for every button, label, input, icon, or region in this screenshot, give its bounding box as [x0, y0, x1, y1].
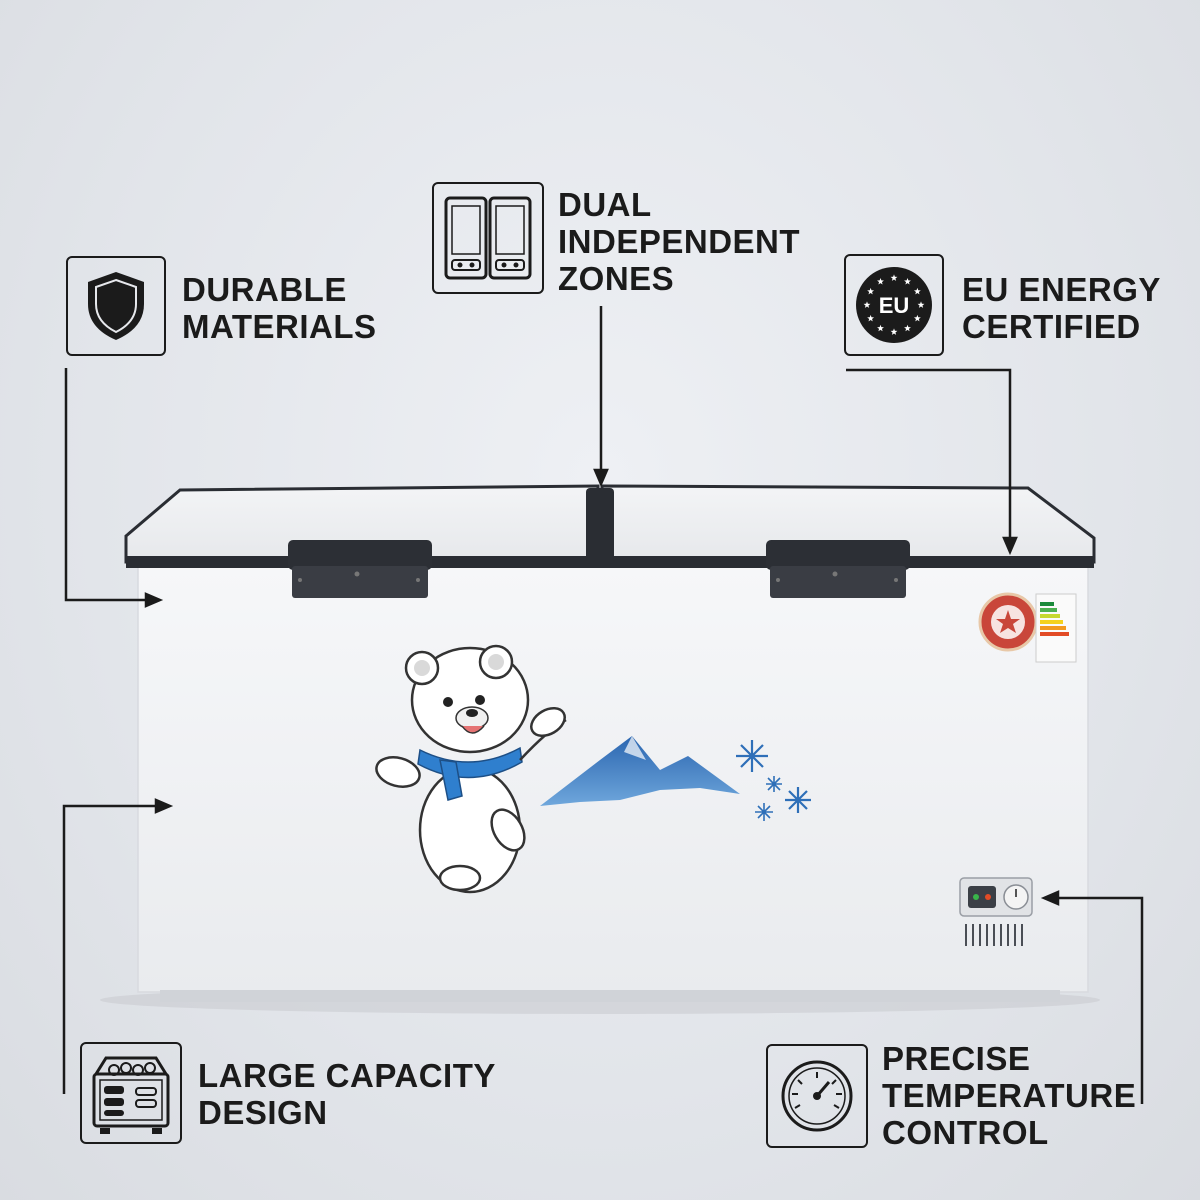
capacity-label-line1: LARGE CAPACITY: [198, 1057, 496, 1094]
temp-connector: [1054, 896, 1144, 1104]
eu-star: [867, 287, 875, 295]
polar-bear-decal: [375, 644, 567, 894]
durable-label: DURABLE MATERIALS: [182, 271, 377, 345]
eu-star: [863, 301, 871, 308]
eu-stars-icon: EU: [856, 267, 932, 343]
mountain-decal: [540, 736, 740, 806]
eu-star: [913, 314, 921, 322]
eu-star: [913, 287, 921, 295]
eu-label-line1: EU ENERGY: [962, 271, 1161, 308]
eu-badge-text: EU: [879, 293, 910, 318]
temp-label-line3: CONTROL: [882, 1114, 1049, 1151]
eu-star: [917, 301, 925, 308]
lid-handle-right: [766, 540, 910, 598]
dual-label-line1: DUAL: [558, 186, 652, 223]
durable-connector: [64, 368, 152, 602]
eu-connector: [846, 368, 1012, 542]
durable-label-line2: MATERIALS: [182, 308, 377, 345]
eu-label: EU ENERGY CERTIFIED: [962, 271, 1161, 345]
capacity-label: LARGE CAPACITY DESIGN: [198, 1057, 496, 1131]
lid-handle-left: [288, 540, 432, 598]
eu-label-line2: CERTIFIED: [962, 308, 1141, 345]
gauge-icon: [781, 1060, 853, 1132]
durable-icon-box: [66, 256, 166, 356]
shield-icon: [88, 272, 144, 340]
snowflake-decals: [736, 740, 811, 821]
dual-label: DUAL INDEPENDENT ZONES: [558, 186, 800, 297]
eu-star: [890, 328, 898, 335]
capacity-icon-box: [80, 1042, 182, 1144]
eu-star: [877, 278, 884, 285]
open-freezer-icon: [92, 1056, 170, 1134]
temp-label-line2: TEMPERATURE: [882, 1077, 1137, 1114]
durable-label-line1: DURABLE: [182, 271, 347, 308]
dual-label-line3: ZONES: [558, 260, 675, 297]
eu-star: [904, 278, 911, 285]
eu-star: [877, 324, 884, 332]
temp-icon-box: [766, 1044, 868, 1148]
dual-label-line2: INDEPENDENT: [558, 223, 801, 260]
eu-star: [867, 314, 875, 322]
temperature-control-panel: [959, 877, 1033, 946]
dual-icon-box: [432, 182, 544, 294]
capacity-label-line2: DESIGN: [198, 1094, 328, 1131]
eu-icon-box: EU: [844, 254, 944, 356]
dual-zone-freezer-icon: [444, 196, 532, 280]
temp-label-line1: PRECISE: [882, 1040, 1031, 1077]
capacity-connector: [62, 804, 160, 1094]
eu-star: [904, 324, 911, 332]
eu-star: [890, 274, 898, 281]
energy-label-sticker: [978, 592, 1077, 663]
temp-label: PRECISE TEMPERATURE CONTROL: [882, 1040, 1136, 1151]
